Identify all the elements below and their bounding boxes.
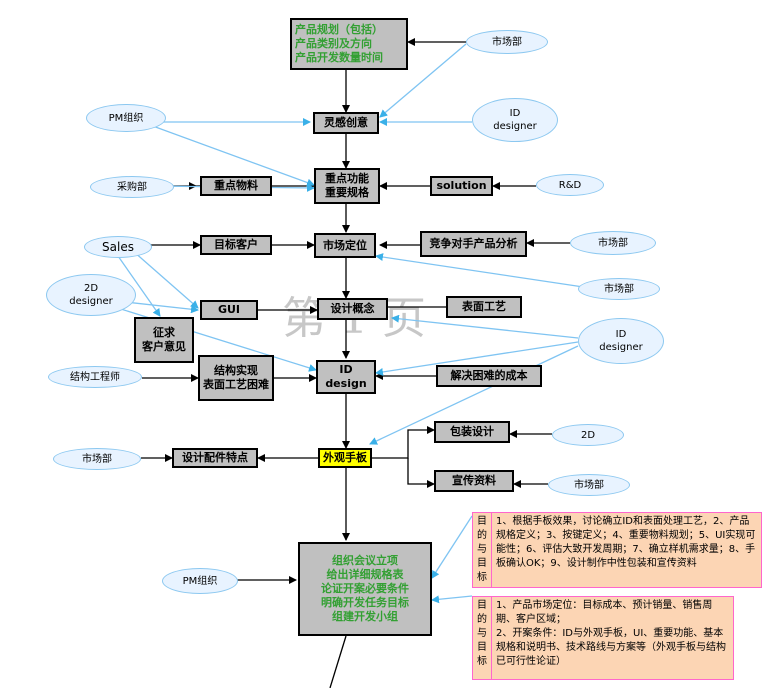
meeting-line-5: 组建开发小组 bbox=[332, 610, 398, 623]
actor-2d-designer: 2D designer bbox=[46, 274, 136, 316]
actor-pm-1: PM组织 bbox=[86, 104, 166, 132]
actor-market-4: 市场部 bbox=[53, 448, 141, 470]
actor-label: 市场部 bbox=[598, 237, 628, 249]
design-concept-box: 设计概念 bbox=[317, 298, 388, 320]
market-position-box: 市场定位 bbox=[314, 233, 376, 258]
actor-label: 市场部 bbox=[574, 479, 604, 491]
structure-impl-line-2: 表面工艺困难 bbox=[203, 378, 269, 391]
actor-label: ID bbox=[509, 108, 521, 119]
solve-difficulty-label: 解决困难的成本 bbox=[450, 369, 528, 382]
gui-label: GUI bbox=[217, 303, 241, 316]
planning-line-3: 产品开发数量时间 bbox=[295, 51, 383, 64]
actor-label: ID bbox=[615, 329, 627, 340]
key-features-box: 重点功能 重要规格 bbox=[314, 168, 380, 204]
actor-2d: 2D bbox=[552, 424, 624, 446]
actor-id-designer-1: ID designer bbox=[472, 98, 558, 142]
actor-label: 市场部 bbox=[604, 283, 634, 295]
surface-process-box: 表面工艺 bbox=[446, 296, 522, 318]
goal-note-2-label: 目的与目标 bbox=[473, 597, 492, 679]
goal-note-1: 目的与目标 1、根据手板效果，讨论确立ID和表面处理工艺，2、产品规格定义；3、… bbox=[472, 512, 762, 588]
planning-line-2: 产品类别及方向 bbox=[295, 37, 372, 50]
key-features-line-2: 重要规格 bbox=[325, 186, 369, 199]
prototype-label: 外观手板 bbox=[323, 451, 367, 464]
actor-label: PM组织 bbox=[182, 575, 218, 587]
id-design-line-2: design bbox=[325, 377, 367, 390]
actor-label: 2D bbox=[83, 283, 99, 294]
solve-difficulty-box: 解决困难的成本 bbox=[436, 365, 542, 387]
goal-note-1-text: 1、根据手板效果，讨论确立ID和表面处理工艺，2、产品规格定义；3、按键定义；4… bbox=[496, 516, 756, 569]
actor-label: designer bbox=[69, 296, 113, 307]
competitor-label: 竞争对手产品分析 bbox=[429, 237, 518, 250]
inspiration-label: 灵感创意 bbox=[324, 116, 368, 129]
actor-label: designer bbox=[493, 121, 537, 132]
gui-box: GUI bbox=[200, 300, 258, 320]
promo-label: 宣传资料 bbox=[452, 474, 496, 487]
actor-structure-engineer: 结构工程师 bbox=[48, 366, 142, 388]
actor-market-2: 市场部 bbox=[570, 231, 656, 255]
actor-rd: R&D bbox=[536, 174, 604, 196]
key-materials-label: 重点物料 bbox=[214, 179, 258, 192]
target-customer-label: 目标客户 bbox=[214, 238, 258, 251]
actor-label: 采购部 bbox=[117, 181, 147, 193]
actor-market-5: 市场部 bbox=[548, 474, 630, 496]
actor-market-3: 市场部 bbox=[578, 278, 660, 300]
project-meeting-box: 组织会议立项 给出详细规格表 论证开案必要条件 明确开发任务目标 组建开发小组 bbox=[298, 542, 432, 636]
structure-impl-box: 结构实现 表面工艺困难 bbox=[198, 355, 274, 401]
design-parts-label: 设计配件特点 bbox=[182, 451, 248, 464]
actor-id-designer-2: ID designer bbox=[578, 318, 664, 364]
actor-sales: Sales bbox=[84, 236, 152, 258]
solution-box: solution bbox=[430, 176, 493, 196]
collect-opinions-line-2: 客户意见 bbox=[142, 340, 186, 353]
meeting-line-3: 论证开案必要条件 bbox=[321, 582, 409, 595]
key-features-line-1: 重点功能 bbox=[325, 172, 369, 185]
actor-label: designer bbox=[599, 342, 643, 353]
meeting-line-1: 组织会议立项 bbox=[332, 554, 398, 567]
goal-note-2: 目的与目标 1、产品市场定位：目标成本、预计销量、销售周期、客户区域； 2、开案… bbox=[472, 596, 734, 680]
planning-line-1: 产品规划（包括） bbox=[295, 23, 383, 36]
actor-label: 市场部 bbox=[492, 36, 522, 48]
goal-note-1-label: 目的与目标 bbox=[473, 513, 492, 587]
inspiration-box: 灵感创意 bbox=[313, 112, 379, 134]
packaging-box: 包装设计 bbox=[434, 421, 510, 443]
actor-label: PM组织 bbox=[108, 112, 144, 124]
id-design-box: ID design bbox=[316, 360, 376, 394]
collect-opinions-box: 征求 客户意见 bbox=[134, 317, 194, 363]
actor-label: 结构工程师 bbox=[70, 371, 120, 383]
id-design-line-1: ID bbox=[339, 363, 353, 376]
actor-label: R&D bbox=[558, 179, 582, 191]
actor-label: 2D bbox=[580, 429, 596, 441]
actor-pm-2: PM组织 bbox=[162, 568, 238, 594]
collect-opinions-line-1: 征求 bbox=[153, 326, 175, 339]
actor-label: 市场部 bbox=[82, 453, 112, 465]
meeting-line-4: 明确开发任务目标 bbox=[321, 596, 409, 609]
goal-note-2-text: 1、产品市场定位：目标成本、预计销量、销售周期、客户区域； 2、开案条件：ID与… bbox=[496, 600, 726, 667]
meeting-line-2: 给出详细规格表 bbox=[326, 568, 404, 581]
solution-label: solution bbox=[436, 179, 487, 192]
actor-label: Sales bbox=[102, 239, 134, 254]
structure-impl-line-1: 结构实现 bbox=[214, 364, 258, 377]
prototype-box: 外观手板 bbox=[318, 448, 372, 468]
target-customer-box: 目标客户 bbox=[200, 235, 272, 255]
surface-process-label: 表面工艺 bbox=[462, 300, 506, 313]
product-planning-box: 产品规划（包括） 产品类别及方向 产品开发数量时间 bbox=[290, 18, 408, 70]
actor-market-1: 市场部 bbox=[466, 30, 548, 54]
market-position-label: 市场定位 bbox=[323, 238, 367, 252]
design-parts-box: 设计配件特点 bbox=[172, 448, 258, 468]
design-concept-label: 设计概念 bbox=[330, 302, 375, 315]
key-materials-box: 重点物料 bbox=[200, 176, 272, 196]
actor-purchase: 采购部 bbox=[90, 176, 174, 198]
packaging-label: 包装设计 bbox=[450, 425, 494, 438]
promo-box: 宣传资料 bbox=[434, 470, 514, 492]
competitor-analysis-box: 竞争对手产品分析 bbox=[420, 231, 527, 257]
